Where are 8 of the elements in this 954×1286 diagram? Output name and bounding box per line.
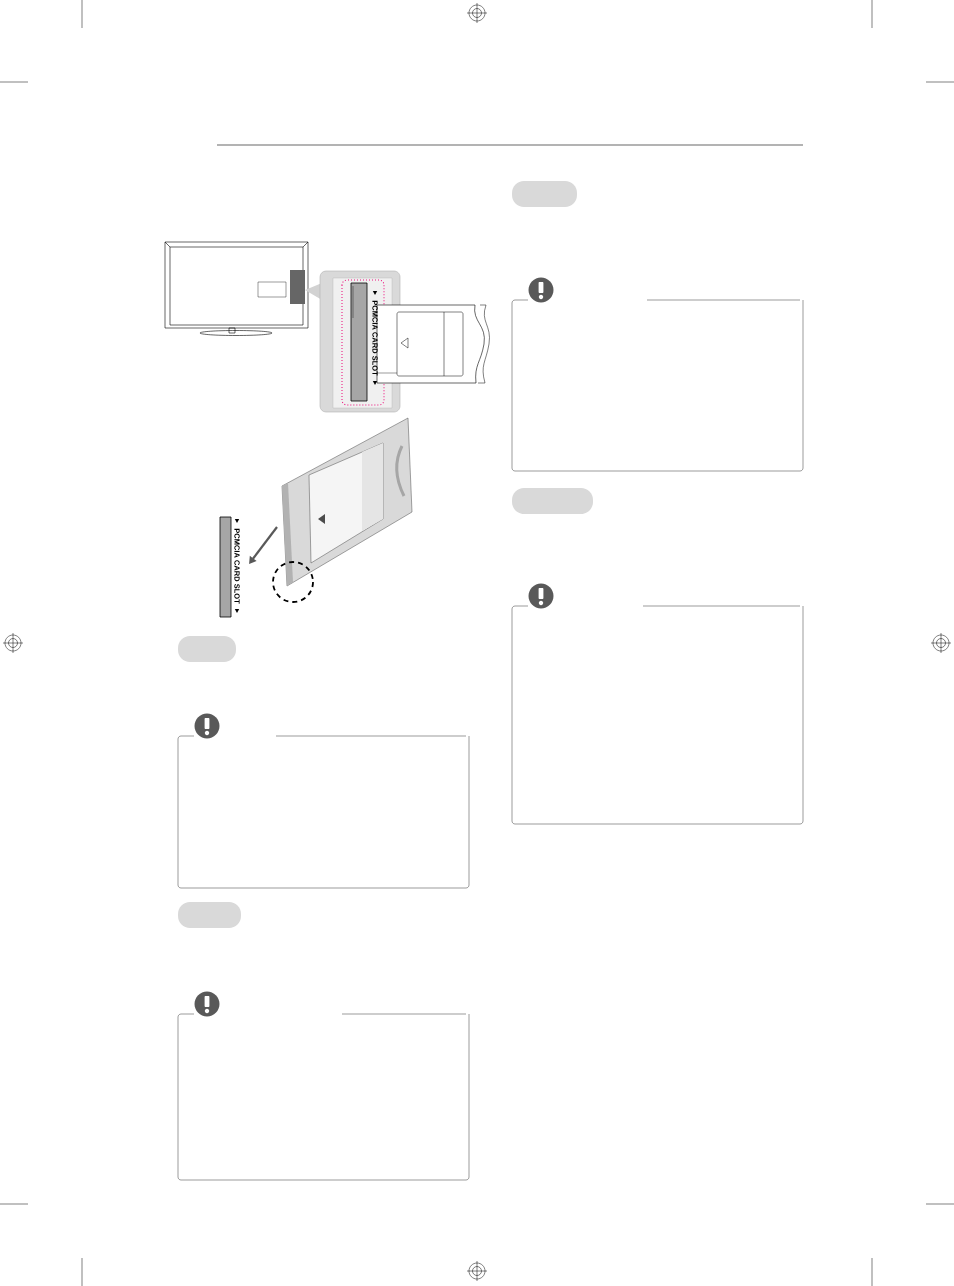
note-box — [511, 605, 804, 825]
note-box — [511, 299, 804, 472]
note-box — [177, 735, 470, 889]
step-badge — [512, 181, 577, 207]
note-box — [177, 1013, 470, 1181]
step-badge — [178, 902, 241, 928]
step-badge — [512, 488, 593, 514]
step-badge — [178, 636, 236, 662]
